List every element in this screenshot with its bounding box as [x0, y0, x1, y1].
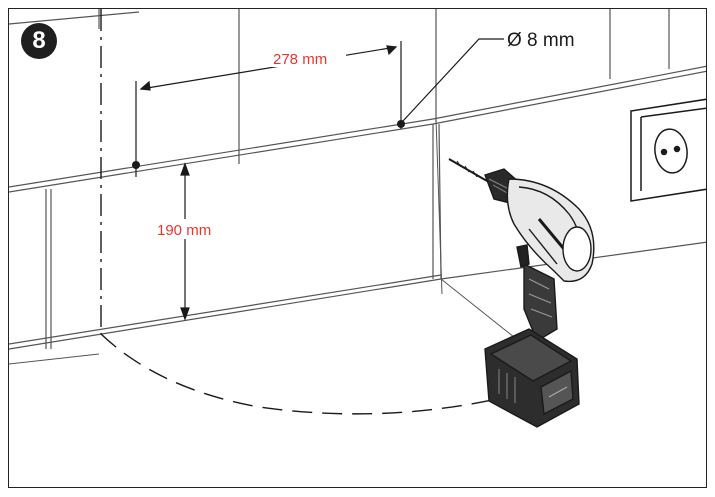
cordless-drill-icon — [448, 158, 595, 428]
vertical-dimension-label: 190 mm — [157, 222, 211, 239]
horizontal-dimension-line — [135, 41, 402, 177]
vertical-dimension-line — [180, 162, 190, 321]
hole-diameter-label: Ø 8 mm — [507, 30, 575, 51]
horizontal-dimension-label: 278 mm — [273, 51, 327, 68]
installation-diagram: 278 mm 190 mm Ø 8 mm — [9, 9, 706, 428]
step-number-badge: 8 — [21, 23, 57, 59]
wall-tiles — [9, 9, 706, 350]
diameter-leader-line — [402, 38, 504, 122]
wall-socket-icon — [630, 98, 706, 202]
cabinet-swing-dashed — [100, 333, 498, 415]
illustration-frame: 8 — [8, 8, 707, 488]
floor-lines — [9, 278, 530, 365]
drill-hole-markers — [132, 120, 405, 169]
